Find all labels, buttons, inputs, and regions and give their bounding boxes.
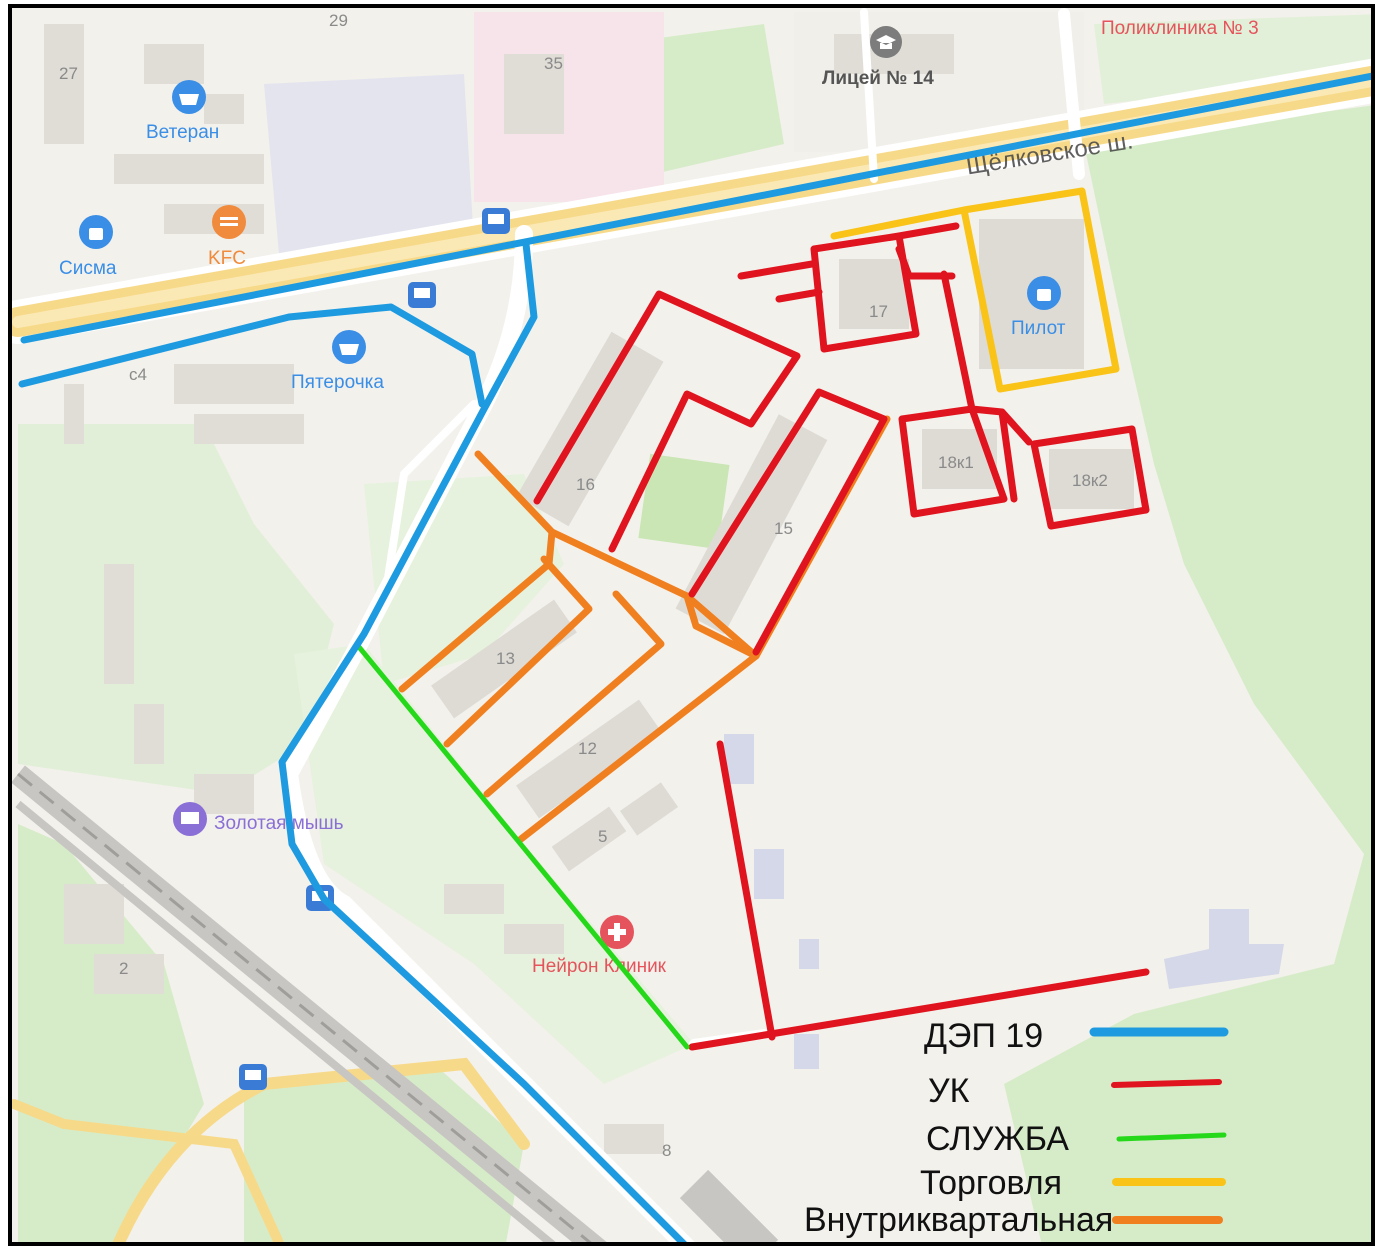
house-number: 18к1 — [938, 453, 974, 472]
poi-markers[interactable]: Поликлиника № 3 Лицей № 14 Ветеран Сисма… — [59, 18, 1259, 1090]
base-map — [12, 8, 1371, 1242]
bus-stop-icon[interactable] — [482, 208, 510, 234]
legend-item-dep19: ДЭП 19 — [924, 1017, 1229, 1055]
legend-label: УК — [928, 1072, 970, 1110]
house-number: 5 — [598, 827, 607, 846]
legend-item-intra-block: Внутриквартальная — [804, 1201, 1223, 1239]
legend-label: Внутриквартальная — [804, 1201, 1113, 1239]
house-number: 17 — [869, 302, 888, 321]
legend-swatch — [1111, 1079, 1222, 1088]
map-frame[interactable]: Щёлковское ш. 27 29 35 17 16 15 13 12 5 … — [8, 4, 1375, 1246]
legend-label: СЛУЖБА — [926, 1120, 1069, 1158]
poi-veteran[interactable]: Ветеран — [146, 80, 219, 143]
house-number: 12 — [578, 739, 597, 758]
house-number: 35 — [544, 54, 563, 73]
poi-label: Нейрон Клиник — [532, 956, 667, 977]
map-canvas[interactable]: Щёлковское ш. 27 29 35 17 16 15 13 12 5 … — [12, 8, 1375, 1246]
poi-lyceum[interactable]: Лицей № 14 — [822, 26, 934, 89]
poi-label: Сисма — [59, 258, 117, 279]
poi-zolotaya-mysh[interactable]: Золотая мышь — [173, 802, 344, 836]
house-number: 27 — [59, 64, 78, 83]
poi-label: KFC — [208, 248, 246, 269]
poi-sisma[interactable]: Сисма — [59, 215, 117, 279]
poi-label: Пятерочка — [291, 372, 384, 393]
poi-pyaterochka[interactable]: Пятерочка — [291, 330, 384, 393]
bus-stop-icon[interactable] — [408, 282, 436, 308]
route-dep19 — [18, 72, 1371, 1242]
restaurant-icon — [212, 205, 246, 239]
route-trade — [830, 187, 1120, 393]
poi-label: Пилот — [1011, 318, 1066, 339]
house-number: 8 — [662, 1141, 671, 1160]
house-number: 16 — [576, 475, 595, 494]
poi-pilot[interactable]: Пилот — [1011, 276, 1066, 339]
route-service — [356, 644, 690, 1050]
poi-polyclinic[interactable]: Поликлиника № 3 — [1101, 18, 1259, 39]
legend-item-uk: УК — [928, 1072, 1222, 1110]
poi-label: Поликлиника № 3 — [1101, 18, 1259, 39]
poi-label: Лицей № 14 — [822, 68, 934, 89]
house-number: 18к2 — [1072, 471, 1108, 490]
legend-label: Торговля — [920, 1164, 1062, 1202]
house-number: с4 — [129, 365, 147, 384]
bus-stop-icon[interactable] — [239, 1064, 267, 1090]
poi-neuron-clinic[interactable]: Нейрон Клиник — [532, 915, 667, 977]
poi-kfc[interactable]: KFC — [208, 205, 246, 269]
legend-item-service: СЛУЖБА — [926, 1120, 1227, 1158]
legend-item-trade: Торговля — [920, 1164, 1226, 1202]
house-number: 15 — [774, 519, 793, 538]
legend: ДЭП 19 УК СЛУЖБА Торговля Внутрикварталь… — [804, 1017, 1229, 1239]
house-number: 13 — [496, 649, 515, 668]
legend-swatch — [1116, 1132, 1227, 1142]
route-management-company — [533, 222, 1150, 1051]
poi-label: Золотая мышь — [214, 813, 344, 834]
legend-label: ДЭП 19 — [924, 1017, 1043, 1055]
house-number: 29 — [329, 11, 348, 30]
poi-label: Ветеран — [146, 122, 219, 143]
house-number: 2 — [119, 959, 128, 978]
